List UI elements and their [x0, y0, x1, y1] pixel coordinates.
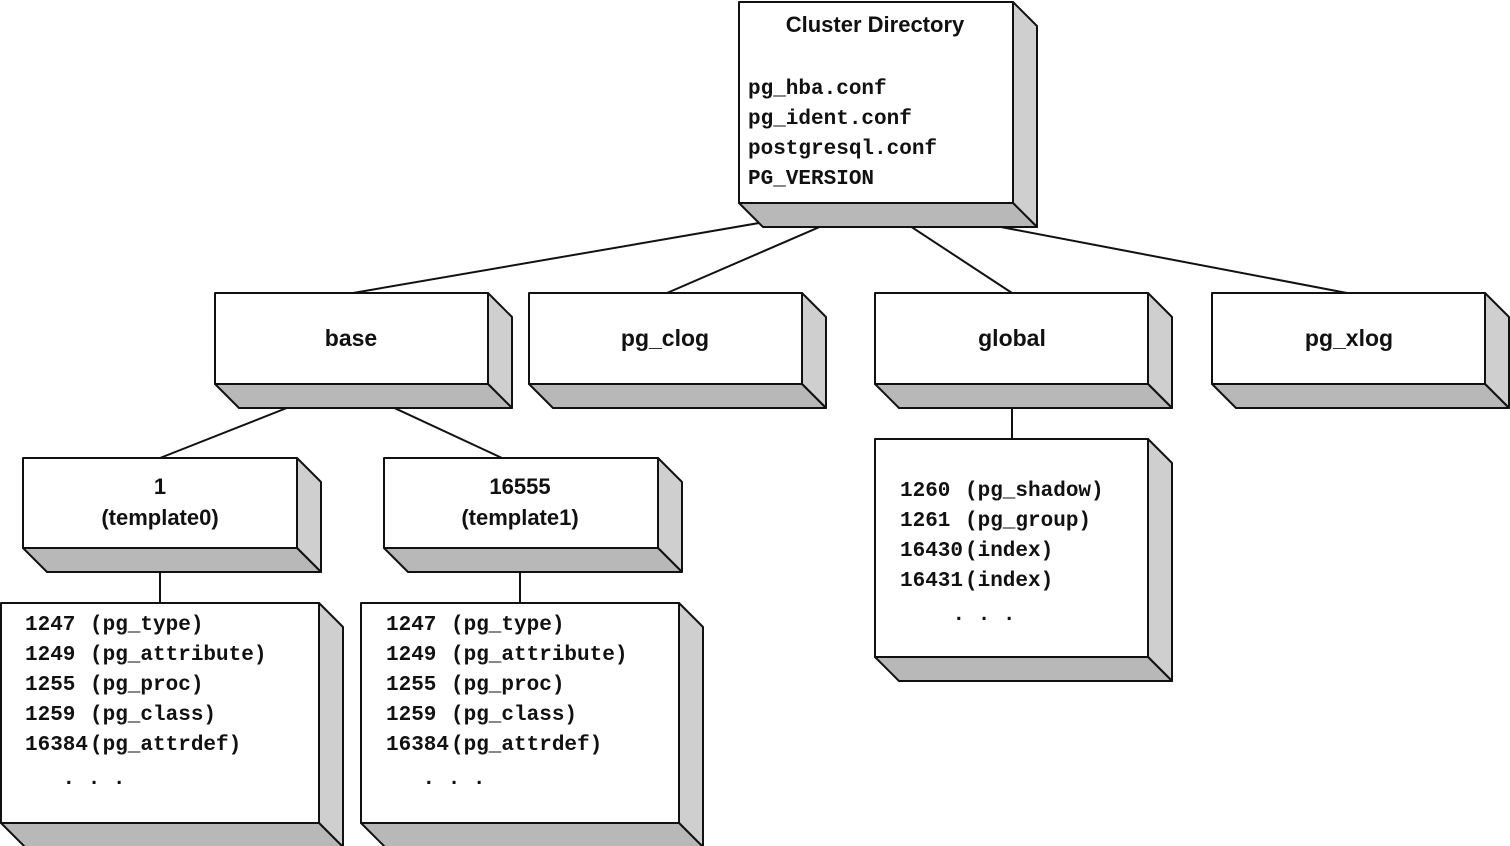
- file-oid: 1249: [386, 644, 436, 667]
- file-relation-name: (pg_group): [965, 510, 1091, 533]
- file-oid: 1259: [25, 704, 75, 727]
- file-oid: 1247: [386, 614, 436, 637]
- pg-clog-box-front: [528, 292, 803, 385]
- global-files-box-bottom: [874, 656, 1173, 682]
- db1-files-box-front: [0, 602, 320, 824]
- cluster-file: pg_hba.conf: [748, 78, 887, 101]
- global-box-front: [874, 292, 1149, 385]
- db2-files-box-front: [360, 602, 680, 824]
- pg-xlog-box-front: [1211, 292, 1486, 385]
- db1-files-box-side: [318, 602, 344, 846]
- global-files-box-side: [1147, 438, 1173, 682]
- file-relation-name: (pg_class): [451, 704, 577, 727]
- pg-clog-label: pg_clog: [621, 325, 709, 351]
- pg-xlog-label: pg_xlog: [1305, 325, 1393, 351]
- file-relation-name: (index): [965, 540, 1053, 563]
- file-relation-name: (pg_attribute): [90, 644, 266, 667]
- file-relation-name: (pg_type): [90, 614, 203, 637]
- file-oid: 1260: [900, 480, 950, 503]
- file-relation-name: (pg_attribute): [451, 644, 627, 667]
- file-relation-name: (index): [965, 570, 1053, 593]
- global-label: global: [978, 325, 1046, 351]
- base-box-bottom: [214, 383, 513, 409]
- more-files-ellipsis: . . .: [62, 768, 125, 791]
- file-oid: 1249: [25, 644, 75, 667]
- more-files-ellipsis: . . .: [952, 604, 1015, 627]
- db2-files-box-side: [678, 602, 704, 846]
- db2-box-front: [383, 457, 659, 549]
- file-lists: 1247 (pg_type) 1249 (pg_attribute) 1255 (pg_p…: [25, 480, 1104, 791]
- file-relation-name: (pg_attrdef): [90, 734, 241, 757]
- global-files-box-front: [874, 438, 1149, 658]
- more-files-ellipsis: . . .: [422, 768, 485, 791]
- file-oid: 1247: [25, 614, 75, 637]
- pg-xlog-box-bottom: [1211, 383, 1510, 409]
- db2-oid: 16555: [489, 474, 550, 499]
- db2-box-bottom: [383, 547, 683, 573]
- db2-name: (template1): [461, 505, 578, 530]
- cluster-directory-box-bottom: [738, 202, 1038, 228]
- db1-oid: 1: [154, 474, 166, 499]
- cluster-file: PG_VERSION: [748, 168, 874, 191]
- file-relation-name: (pg_type): [451, 614, 564, 637]
- file-relation-name: (pg_proc): [451, 674, 564, 697]
- db1-files-box-bottom: [0, 822, 344, 846]
- db2-files-box-bottom: [360, 822, 704, 846]
- file-relation-name: (pg_class): [90, 704, 216, 727]
- file-oid: 16431: [900, 570, 963, 593]
- file-oid: 1261: [900, 510, 950, 533]
- cluster-directory-node: Cluster Directory pg_hba.conf pg_ident.c…: [748, 12, 965, 191]
- pg-clog-box-bottom: [528, 383, 827, 409]
- base-label: base: [325, 325, 377, 351]
- file-oid: 16384: [386, 734, 449, 757]
- file-oid: 16384: [25, 734, 88, 757]
- file-oid: 1259: [386, 704, 436, 727]
- file-oid: 1255: [386, 674, 436, 697]
- db1-box-bottom: [22, 547, 322, 573]
- cluster-title: Cluster Directory: [786, 12, 965, 37]
- file-relation-name: (pg_attrdef): [451, 734, 602, 757]
- cluster-file: postgresql.conf: [748, 138, 937, 161]
- file-relation-name: (pg_proc): [90, 674, 203, 697]
- cluster-file: pg_ident.conf: [748, 108, 912, 131]
- file-relation-name: (pg_shadow): [965, 480, 1104, 503]
- db1-name: (template0): [101, 505, 218, 530]
- cluster-directory-box-side: [1012, 1, 1038, 228]
- file-oid: 1255: [25, 674, 75, 697]
- cluster-directory-box-front: [738, 1, 1014, 204]
- file-oid: 16430: [900, 540, 963, 563]
- db1-box-front: [22, 457, 298, 549]
- global-box-bottom: [874, 383, 1173, 409]
- base-box-front: [214, 292, 489, 385]
